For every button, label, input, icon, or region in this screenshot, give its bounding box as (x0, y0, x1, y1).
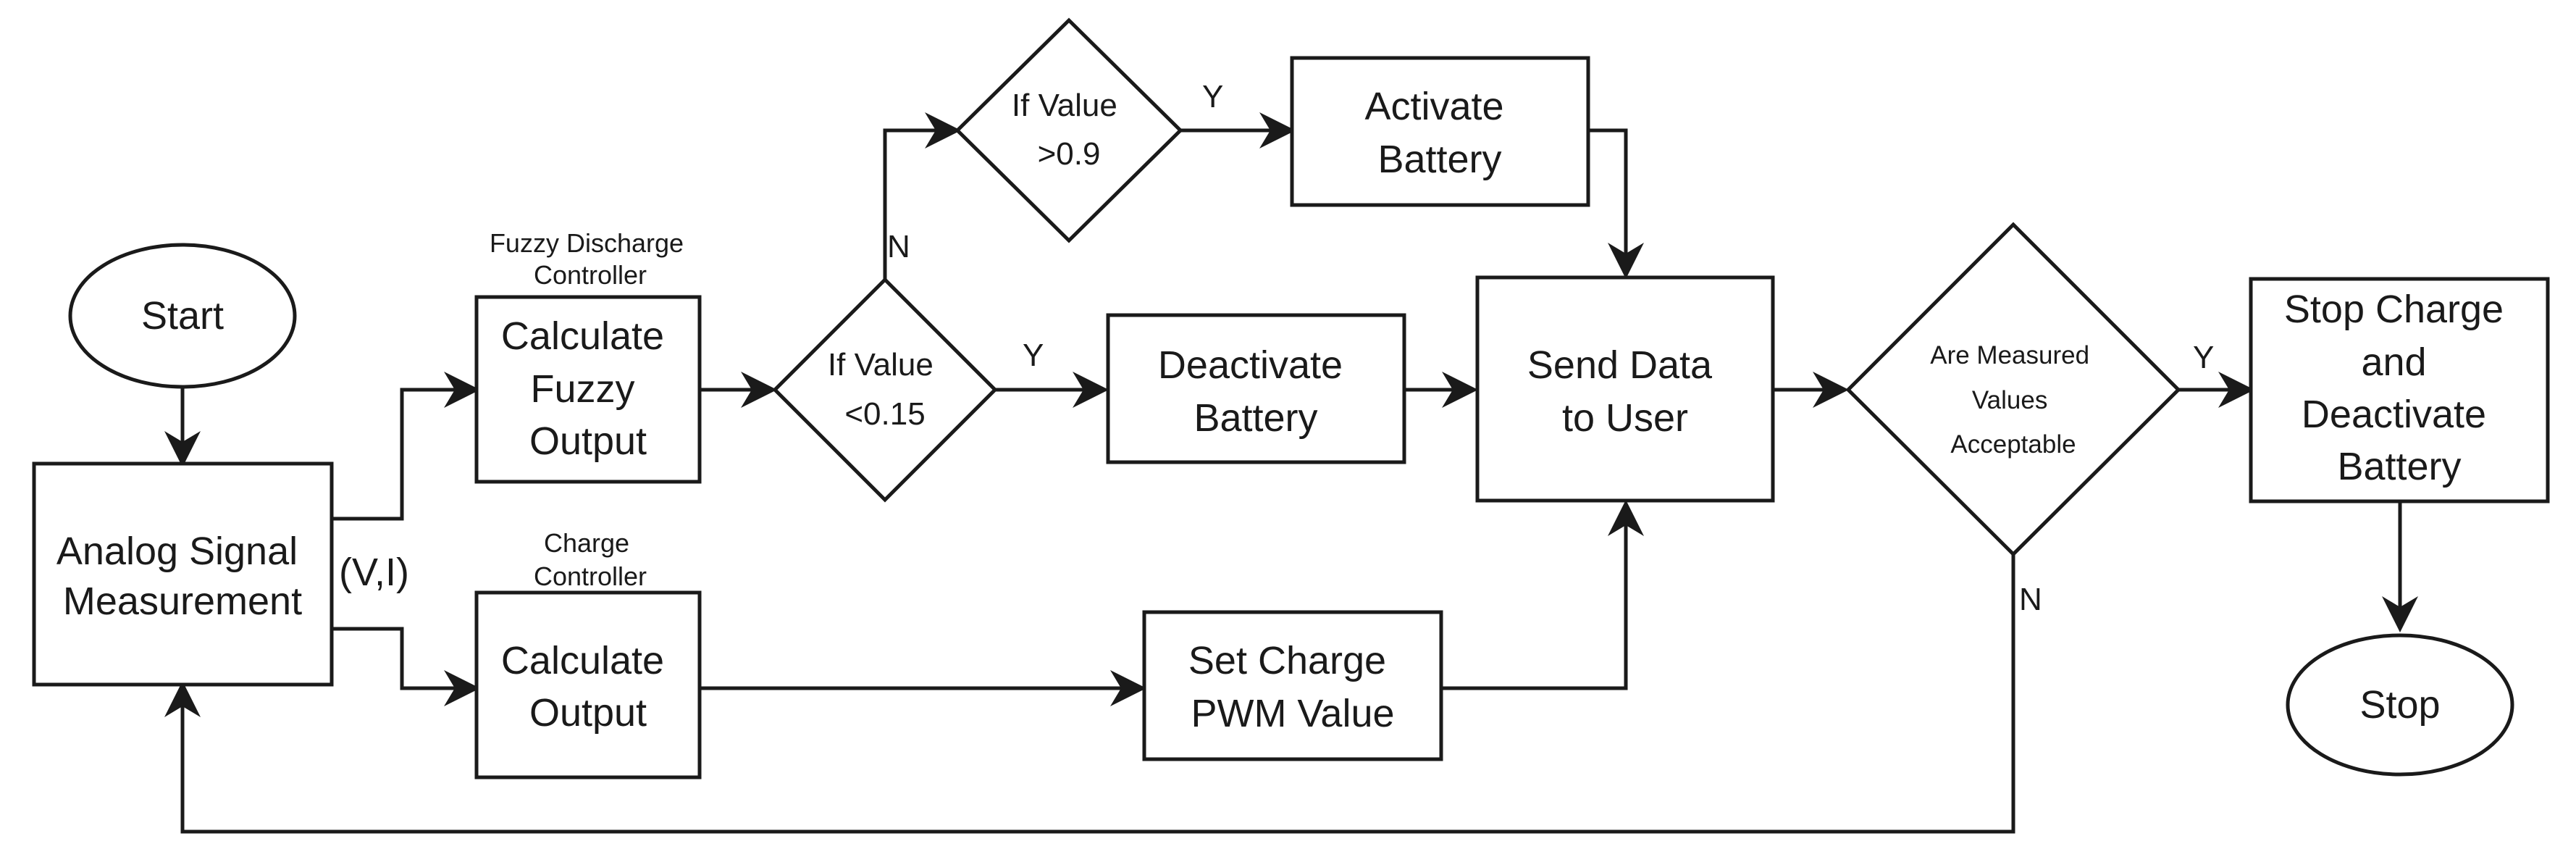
set-pwm-line-1: Set Charge (1188, 639, 1386, 682)
stop-node: Stop (2286, 633, 2514, 777)
fuzzy-caption: Fuzzy Discharge Controller (490, 228, 691, 290)
fuzzy-line-2: Fuzzy (530, 367, 634, 411)
charge-output-node: Charge Controller Calculate Output (474, 528, 702, 779)
edge-if-low-to-if-high (883, 112, 961, 280)
if-high-line-2: >0.9 (1038, 136, 1101, 172)
activate-battery-node: Activate Battery (1290, 56, 1590, 207)
svg-text:Stop Charge and De: Stop Charge and Deactivate Battery (2284, 288, 2514, 488)
svg-text:If Value <0.15: If Value <0.15 (828, 347, 942, 432)
if-high-line-1: If Value (1012, 88, 1117, 123)
fuzzy-line-3: Output (529, 419, 647, 463)
charge-caption-line-1: Charge (544, 528, 629, 558)
if-high-decision: If Value >0.9 (955, 17, 1183, 243)
activate-line-2: Battery (1377, 138, 1501, 181)
start-node: Start (68, 243, 297, 389)
acceptable-line-3: Acceptable (1950, 430, 2076, 459)
acceptable-line-2: Values (1972, 386, 2047, 414)
stop-charge-line-1: Stop Charge (2284, 288, 2504, 331)
svg-text:Are Measured Values: Are Measured Values Acceptable (1930, 341, 2097, 459)
if-low-yes-label: Y (1023, 338, 1044, 373)
stop-charge-line-3: Deactivate (2302, 393, 2486, 436)
if-high-yes-label: Y (1202, 79, 1223, 114)
send-data-line-1: Send Data (1527, 343, 1713, 387)
if-low-line-2: <0.15 (844, 396, 925, 432)
fuzzy-line-1: Calculate (501, 314, 664, 358)
edge-activate-to-send (1588, 128, 1644, 279)
edge-acceptable-to-analog-loop (164, 554, 2015, 834)
stop-charge-node: Stop Charge and Deactivate Battery (2249, 277, 2550, 503)
fuzzy-caption-line-1: Fuzzy Discharge (490, 228, 684, 258)
charge-caption-line-2: Controller (534, 561, 647, 591)
svg-text:Set Charge PWM Value: Set Charge PWM Value (1188, 639, 1397, 735)
edge-analog-to-charge (332, 627, 480, 706)
stop-label: Stop (2359, 683, 2440, 727)
svg-text:Calculate Output: Calculate Output (501, 639, 675, 735)
stop-charge-line-4: Battery (2337, 445, 2461, 488)
svg-text:Calculate Fuzzy Ou: Calculate Fuzzy Output (501, 314, 675, 463)
charge-caption: Charge Controller (534, 528, 647, 591)
edge-pwm-to-send (1441, 500, 1644, 690)
deactivate-line-1: Deactivate (1158, 343, 1343, 387)
activate-line-1: Activate (1364, 85, 1503, 128)
acceptable-no-label: N (2019, 582, 2042, 617)
analog-line-2: Measurement (63, 580, 302, 623)
if-low-no-label: N (887, 229, 910, 264)
start-label: Start (141, 294, 224, 338)
charge-line-1: Calculate (501, 639, 664, 682)
analog-measurement-node: Analog Signal Measurement (32, 461, 334, 687)
svg-text:If Value >0.9: If Value >0.9 (1012, 88, 1126, 172)
charge-line-2: Output (529, 691, 647, 735)
vi-label: (V,I) (339, 551, 409, 594)
send-data-node: Send Data to User (1475, 275, 1775, 503)
set-pwm-node: Set Charge PWM Value (1142, 610, 1443, 761)
svg-text:Deactivate Battery: Deactivate Battery (1158, 343, 1354, 440)
edges (164, 112, 2418, 834)
acceptable-decision: Are Measured Values Acceptable (1845, 222, 2181, 557)
analog-line-1: Analog Signal (56, 530, 298, 573)
deactivate-battery-node: Deactivate Battery (1106, 313, 1406, 464)
send-data-line-2: to User (1562, 396, 1688, 440)
stop-charge-line-2: and (2361, 340, 2426, 384)
svg-text:Activate Battery: Activate Battery (1364, 85, 1514, 181)
fuzzy-output-node: Fuzzy Discharge Controller Calculate Fuz… (474, 228, 702, 484)
fuzzy-caption-line-2: Controller (534, 260, 647, 290)
if-low-line-1: If Value (828, 347, 934, 382)
svg-text:Send Data to User: Send Data to User (1527, 343, 1723, 440)
acceptable-line-1: Are Measured (1930, 341, 2089, 369)
set-pwm-line-2: PWM Value (1191, 692, 1394, 735)
if-low-decision: If Value <0.15 (772, 277, 998, 503)
acceptable-yes-label: Y (2193, 340, 2214, 375)
edge-analog-to-fuzzy (332, 372, 480, 521)
svg-text:Analog Signal Measuremen: Analog Signal Measurement (56, 530, 309, 623)
deactivate-line-2: Battery (1193, 396, 1317, 440)
